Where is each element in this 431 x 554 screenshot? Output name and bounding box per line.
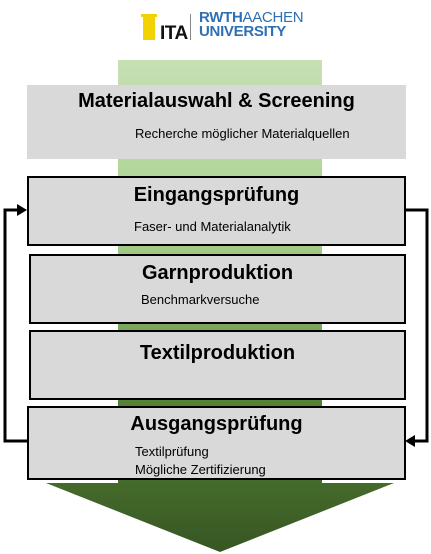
step-description: Textilprüfung <box>135 444 209 459</box>
step-materialauswahl: Materialauswahl & Screening Recherche mö… <box>27 85 406 159</box>
logo-separator <box>190 14 191 40</box>
step-ausgangspruefung: Ausgangsprüfung Textilprüfung Mögliche Z… <box>27 406 406 480</box>
step-textilproduktion: Textilproduktion <box>29 330 406 400</box>
step-eingangspruefung: Eingangsprüfung Faser- und Materialanaly… <box>27 176 406 246</box>
step-title: Eingangsprüfung <box>133 184 300 206</box>
feedback-arrowhead-right <box>405 435 415 447</box>
step-title: Garnproduktion <box>141 262 294 284</box>
step-description: Faser- und Materialanalytik <box>134 219 291 234</box>
ita-logo-mark-icon <box>141 14 157 40</box>
step-description: Benchmarkversuche <box>141 292 260 307</box>
step-title: Ausgangsprüfung <box>130 413 303 435</box>
rwth-logo: RWTHAACHEN UNIVERSITY <box>199 9 304 40</box>
feedback-arrowhead-left <box>17 204 27 216</box>
rwth-logo-university: UNIVERSITY <box>199 23 287 40</box>
feedback-arrow-right <box>405 208 429 443</box>
step-garnproduktion: Garnproduktion Benchmarkversuche <box>29 254 406 324</box>
feedback-arrow-left <box>3 208 27 443</box>
step-title: Materialauswahl & Screening <box>78 90 355 112</box>
step-title: Textilproduktion <box>139 342 296 364</box>
step-description: Recherche möglicher Materialquellen <box>135 126 350 141</box>
ita-logo-text: ITA <box>160 23 188 44</box>
rwth-logo-light: AACHEN <box>242 9 304 26</box>
step-description: Mögliche Zertifizierung <box>135 462 266 477</box>
rwth-logo-bold: RWTH <box>199 9 243 26</box>
